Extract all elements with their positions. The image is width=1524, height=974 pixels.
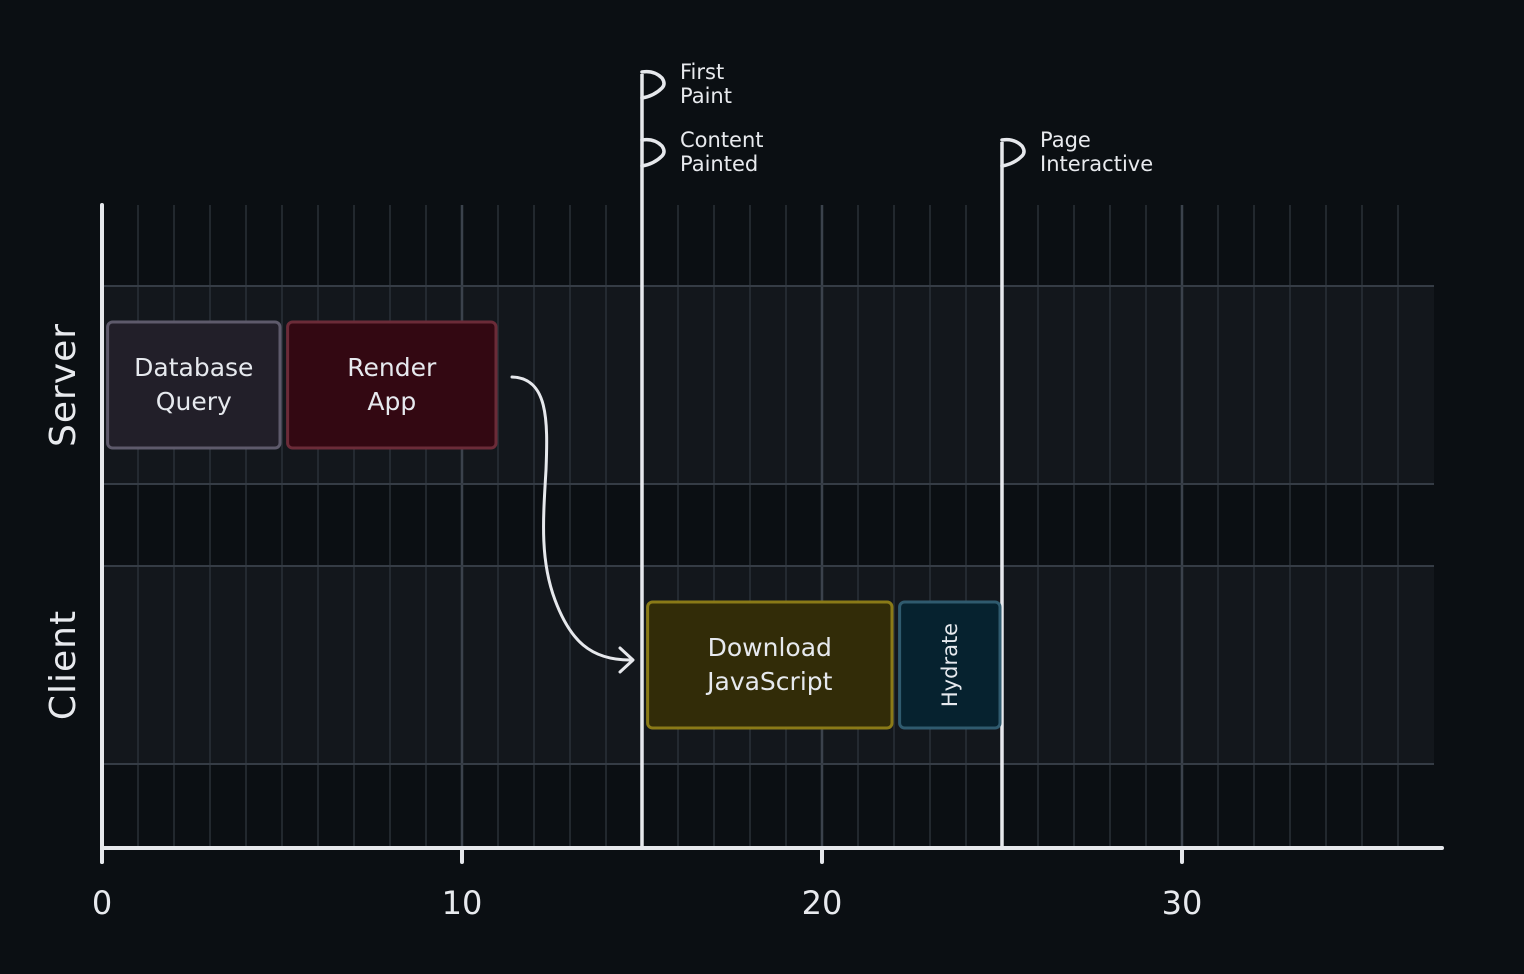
marker-flag-icon	[1000, 137, 1026, 168]
marker-label-line: Interactive	[1040, 152, 1154, 176]
marker-label-line: Content	[680, 128, 764, 152]
marker-flag-icon	[640, 137, 666, 168]
task-label-line: JavaScript	[707, 667, 833, 696]
task-label-line: Database	[134, 353, 254, 382]
lane-label-client: Client	[43, 609, 84, 721]
marker-label-line: First	[680, 60, 725, 84]
task-download-javascript	[646, 600, 894, 730]
marker-flag-icon	[640, 69, 666, 100]
task-label-line: App	[367, 387, 417, 416]
x-tick-label: 30	[1161, 884, 1203, 922]
task-label-line: Query	[155, 387, 232, 416]
task-hydrate	[898, 600, 1002, 730]
task-label-line: Render	[347, 353, 437, 382]
task-label-hydrate: Hydrate	[937, 622, 962, 708]
x-tick-label: 20	[801, 884, 843, 922]
task-render-app	[286, 320, 498, 450]
marker-label-line: Painted	[680, 152, 759, 176]
marker-label-line: Page	[1040, 128, 1091, 152]
arrowhead-icon	[618, 646, 635, 674]
marker-label-line: Paint	[680, 84, 732, 108]
task-label-line: Download	[707, 633, 832, 662]
dependency-arrow	[510, 375, 632, 662]
grid	[102, 205, 1434, 848]
task-database-query	[106, 320, 282, 450]
lane-label-server: Server	[43, 322, 84, 448]
x-tick-label: 10	[441, 884, 483, 922]
x-tick-label: 0	[91, 884, 113, 922]
